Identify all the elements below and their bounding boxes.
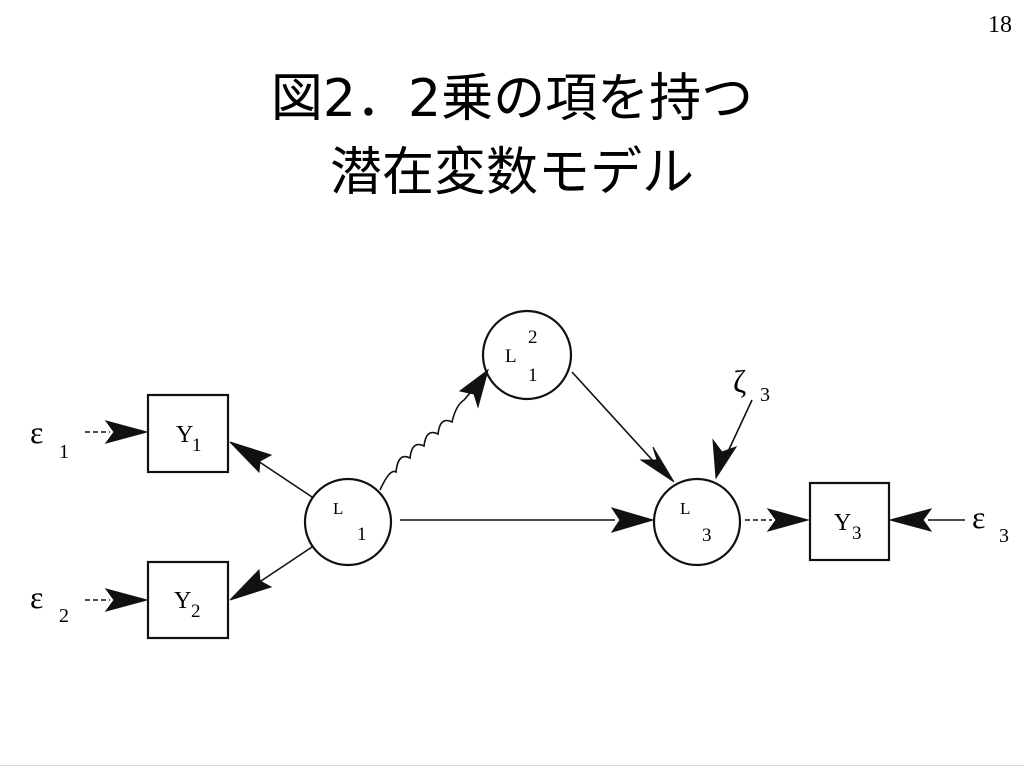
arrowhead-l1-l3 — [610, 507, 655, 533]
box-y3-sub: 3 — [852, 523, 862, 544]
error-e2-symbol: ε — [30, 579, 43, 615]
disturbance-z3: ζ 3 — [733, 363, 770, 406]
arrow-l1-squared-to-l3 — [571, 371, 656, 464]
squiggle-l1-to-l1-squared — [379, 392, 471, 491]
circle-l3-sub: 3 — [702, 525, 712, 546]
circle-l1-sub: 1 — [357, 524, 367, 545]
box-y3: Y 3 — [808, 481, 891, 562]
bottom-rule — [0, 765, 1024, 766]
page-number: 18 — [988, 12, 1012, 38]
circle-l1-squared-sup: 2 — [528, 327, 538, 348]
error-e2: ε 2 — [30, 579, 69, 627]
disturbance-z3-symbol: ζ — [733, 363, 746, 399]
circle-l1: L 1 — [303, 477, 393, 567]
error-e1-symbol: ε — [30, 414, 43, 450]
error-e3-symbol: ε — [972, 499, 985, 535]
arrowhead-l1-squared-l3 — [639, 446, 675, 483]
arrowhead-l1-l1-squared — [458, 368, 489, 409]
error-e1-sub: 1 — [59, 441, 69, 463]
box-y2-sub: 2 — [191, 601, 201, 622]
arrowhead-l1-y2 — [229, 568, 273, 601]
circle-l3-letter: L — [680, 499, 690, 518]
box-y3-letter: Y — [834, 510, 851, 536]
arrow-z3-to-l3 — [724, 399, 753, 459]
arrowhead-e1-y1 — [104, 420, 149, 444]
arrowhead-l3-y3 — [766, 508, 810, 532]
arrowhead-z3-l3 — [712, 438, 738, 480]
slide-title: 図2．2乗の項を持つ 潜在変数モデル — [0, 62, 1024, 210]
circle-l1-letter: L — [333, 499, 343, 518]
box-y2-letter: Y — [174, 588, 191, 614]
circle-l3: L 3 — [652, 477, 742, 567]
title-line-1: 図2．2乗の項を持つ — [270, 69, 754, 129]
error-e3: ε 3 — [972, 499, 1009, 547]
disturbance-z3-sub: 3 — [760, 384, 770, 406]
arrowhead-l1-y1 — [229, 441, 273, 474]
box-y1-letter: Y — [176, 422, 193, 448]
arrow-l1-to-y2 — [254, 546, 313, 586]
arrowhead-e2-y2 — [104, 588, 149, 612]
box-y1-sub: 1 — [192, 435, 202, 456]
error-e2-sub: 2 — [59, 605, 69, 627]
box-y2: Y 2 — [146, 560, 230, 640]
circle-l1-squared-sub: 1 — [528, 365, 538, 386]
circle-l1-squared: L 2 1 — [481, 309, 573, 401]
arrowhead-e3-y3 — [888, 508, 933, 532]
title-line-2: 潜在変数モデル — [329, 143, 694, 203]
error-e1: ε 1 — [30, 414, 69, 463]
box-y1: Y 1 — [146, 393, 230, 474]
circle-l1-squared-letter: L — [505, 346, 517, 367]
arrow-l1-to-y1 — [254, 458, 313, 498]
error-e3-sub: 3 — [999, 525, 1009, 547]
